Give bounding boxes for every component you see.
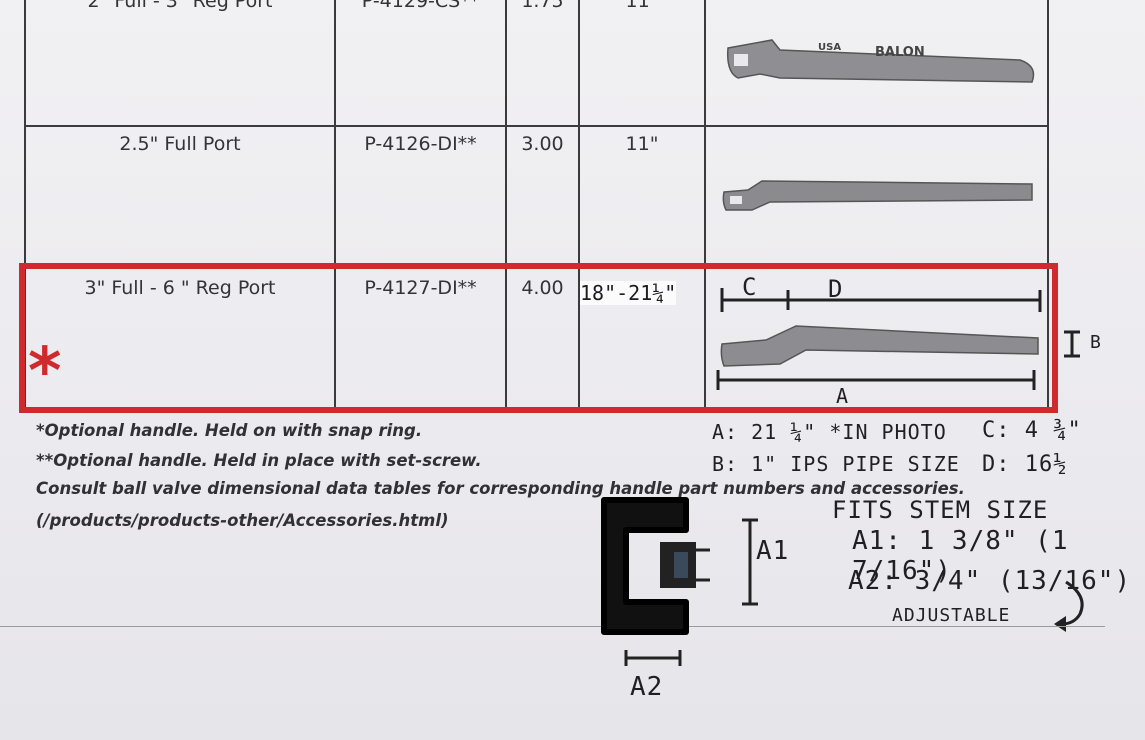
footnote-set-screw: **Optional handle. Held in place with se… xyxy=(36,451,482,470)
note-a1-value: A1: 1 3/8" (1 7/16") xyxy=(852,526,1069,586)
handle-brand: BALON xyxy=(875,45,925,60)
table-cell-size: 2.5" Full Port xyxy=(119,133,241,155)
adjustable-arrow-icon xyxy=(1054,580,1084,632)
a1-dimension-line xyxy=(742,518,758,606)
table-cell-length: 11" xyxy=(625,0,659,12)
dimension-c-label: C xyxy=(742,273,758,301)
table-row-divider xyxy=(24,125,1049,127)
a2-label: A2 xyxy=(630,672,664,702)
page-bottom-edge xyxy=(0,626,1105,627)
dimension-a-label: A xyxy=(836,384,850,408)
footnote-link[interactable]: (/products/products-other/Accessories.ht… xyxy=(36,511,449,530)
note-a-value: A: 21 ¼" *IN PHOTO xyxy=(712,420,947,444)
wrench-handle-image: USA BALON xyxy=(726,39,1035,83)
footnote-consult: Consult ball valve dimensional data tabl… xyxy=(36,479,965,498)
table-cell-part: P-4126-DI** xyxy=(364,133,477,155)
table-cell-part: P-4129-CS** xyxy=(361,0,480,12)
a1-label: A1 xyxy=(756,536,790,566)
fits-stem-size-title: FITS STEM SIZE xyxy=(832,496,1049,524)
highlight-box xyxy=(19,263,1058,413)
footnote-snap-ring: *Optional handle. Held on with snap ring… xyxy=(36,421,423,440)
table-border-left xyxy=(24,0,26,413)
table-cell-weight: 4.00 xyxy=(521,277,564,299)
handle-stamp: USA xyxy=(818,42,841,53)
table-cell-part: P-4127-DI** xyxy=(364,277,477,299)
note-d-value: D: 16½ xyxy=(982,452,1068,477)
a2-dimension-line xyxy=(624,650,682,666)
star-marker: * xyxy=(28,335,62,409)
table-cell-weight: 1.75 xyxy=(521,0,564,12)
dimension-d-label: D xyxy=(828,275,844,303)
table-divider xyxy=(578,0,580,413)
table-cell-size: 2" Full - 3" Reg Port xyxy=(87,0,273,12)
note-a2-value: A2: 3/4" (13/16") xyxy=(848,566,1132,596)
adjustable-label: ADJUSTABLE xyxy=(892,605,1011,626)
table-cell-size: 3" Full - 6 " Reg Port xyxy=(84,277,276,299)
c-clamp-drawing xyxy=(601,497,710,635)
table-cell-length: 11" xyxy=(625,133,659,155)
table-cell-length-handwritten: 18"-21¼" xyxy=(580,281,677,305)
table-border-right xyxy=(1047,0,1049,413)
dimension-b-label: B xyxy=(1090,332,1102,353)
table-divider xyxy=(704,0,706,413)
note-c-value: C: 4 ¾" xyxy=(982,418,1082,443)
table-cell-weight: 3.00 xyxy=(521,133,564,155)
wrench-handle-image xyxy=(720,325,1039,367)
table-divider xyxy=(334,0,336,413)
wrench-handle-image xyxy=(722,180,1033,211)
table-divider xyxy=(505,0,507,413)
note-b-value: B: 1" IPS PIPE SIZE xyxy=(712,452,960,476)
